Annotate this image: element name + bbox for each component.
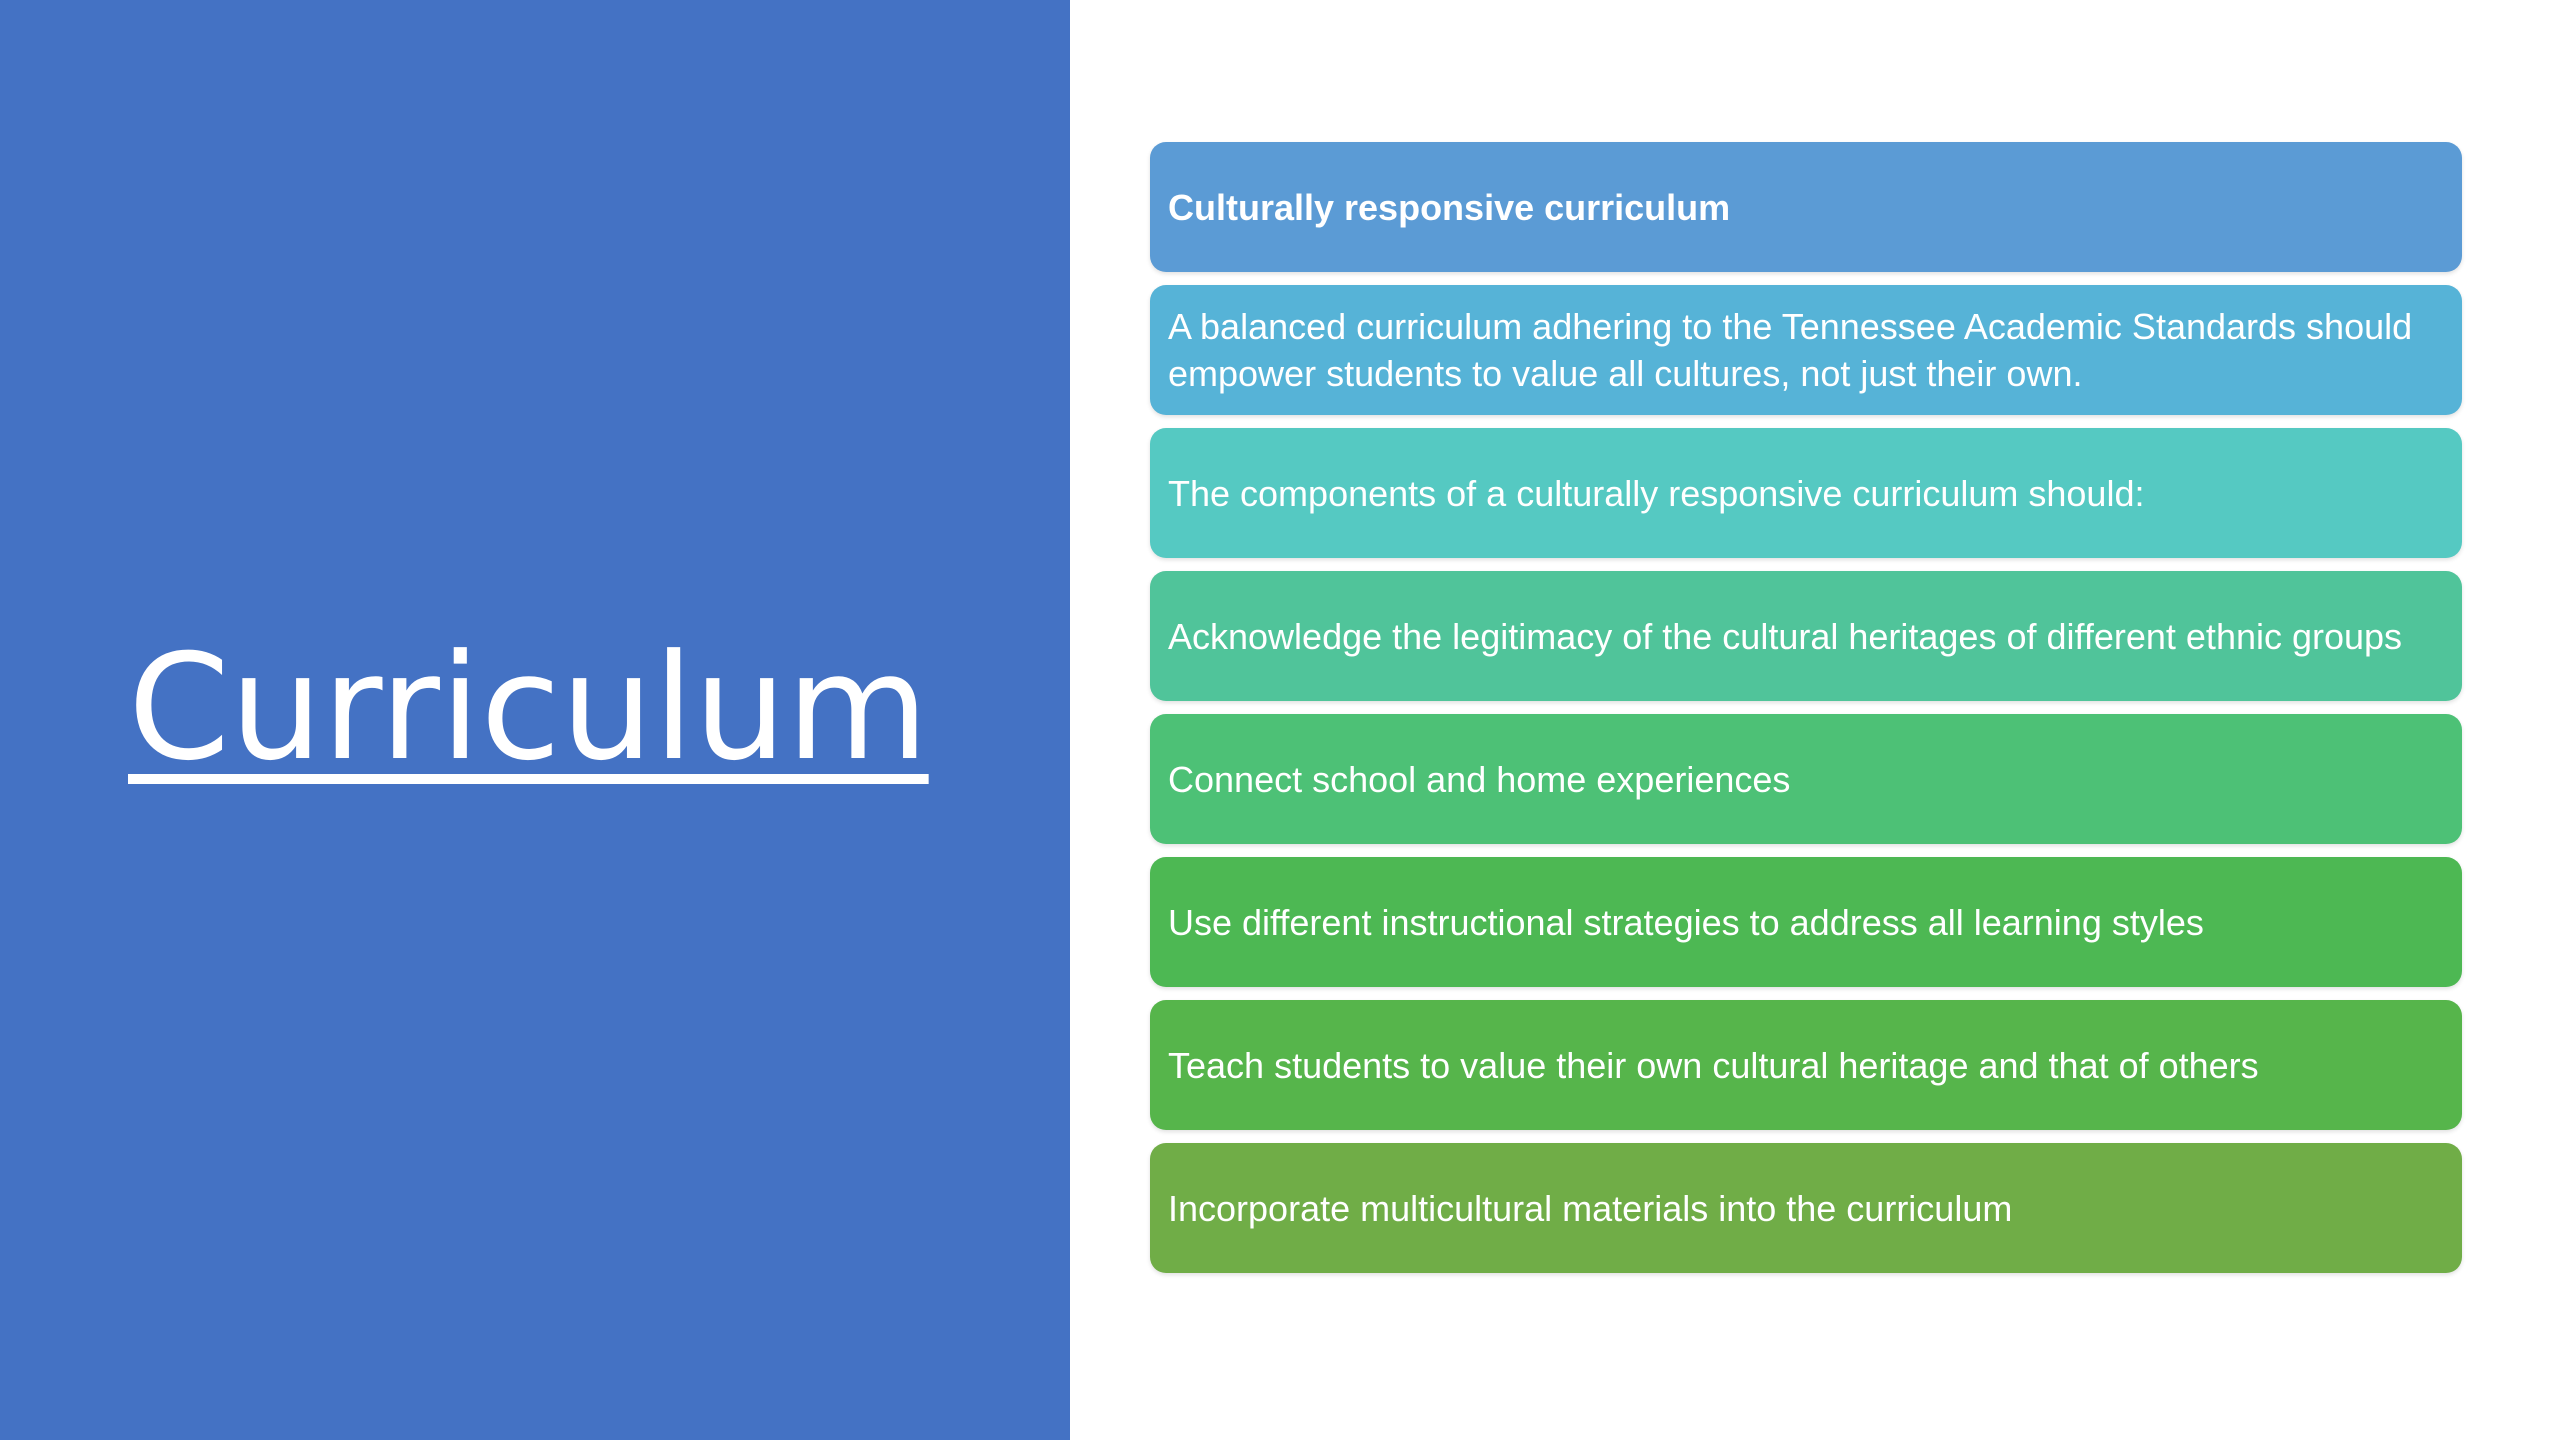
list-item-text: A balanced curriculum adhering to the Te… — [1168, 306, 2413, 394]
list-item-text: Culturally responsive curriculum — [1168, 186, 1731, 228]
list-item-text: Use different instructional strategies t… — [1168, 901, 2204, 943]
list-item-text: Acknowledge the legitimacy of the cultur… — [1168, 615, 2403, 657]
content-list: Culturally responsive curriculum A balan… — [1150, 142, 2462, 1286]
list-item: Use different instructional strategies t… — [1150, 857, 2462, 987]
list-item-header: Culturally responsive curriculum — [1150, 142, 2462, 272]
list-item-text: Connect school and home experiences — [1168, 758, 1791, 800]
title-panel: Curriculum — [0, 0, 1070, 1440]
list-item: Teach students to value their own cultur… — [1150, 1000, 2462, 1130]
list-item: Acknowledge the legitimacy of the cultur… — [1150, 571, 2462, 701]
list-item: Connect school and home experiences — [1150, 714, 2462, 844]
list-item: The components of a culturally responsiv… — [1150, 428, 2462, 558]
list-item: A balanced curriculum adhering to the Te… — [1150, 285, 2462, 415]
list-item-text: Teach students to value their own cultur… — [1168, 1044, 2259, 1086]
list-item-text: The components of a culturally responsiv… — [1168, 472, 2145, 514]
slide-title: Curriculum — [128, 623, 929, 793]
list-item: Incorporate multicultural materials into… — [1150, 1143, 2462, 1273]
list-item-text: Incorporate multicultural materials into… — [1168, 1187, 2013, 1229]
